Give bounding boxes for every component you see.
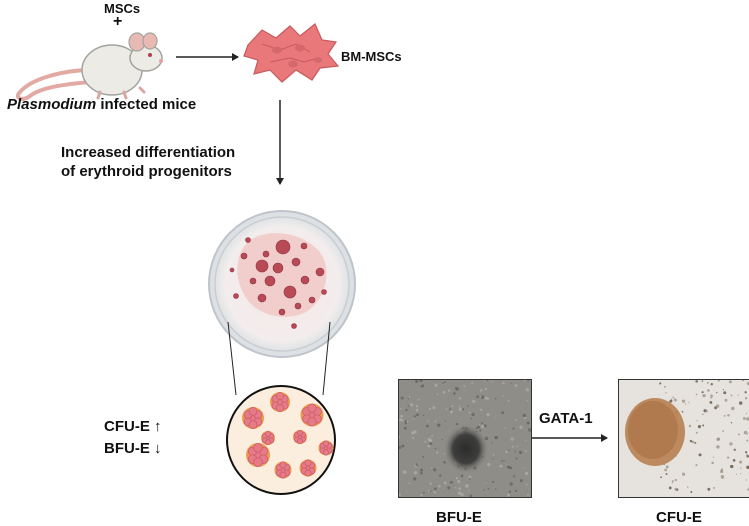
- cfu-e-micrograph-svg: [619, 380, 749, 497]
- label-cfu-e-up: CFU-E ↑: [104, 418, 162, 435]
- colony-cluster: [242, 407, 264, 429]
- colony-cluster: [246, 443, 270, 467]
- label-plasmodium: Plasmodium: [7, 96, 97, 113]
- label-gata1: GATA-1: [539, 410, 593, 427]
- colony-cluster: [318, 440, 334, 456]
- label-bm-mscs: BM-MSCs: [341, 49, 402, 64]
- bfu-e-micrograph: [398, 379, 532, 498]
- label-infected-mice-text: infected mice: [96, 96, 197, 113]
- colony-cluster: [299, 459, 317, 477]
- colony-cluster: [270, 392, 290, 412]
- label-increased-line2: of erythroid progenitors: [61, 163, 232, 180]
- colony-cluster: [274, 461, 292, 479]
- petri-dish-icon: [208, 210, 356, 358]
- bfu-e-micrograph-svg: [399, 380, 531, 497]
- label-bfu-e-down: BFU-E ↓: [104, 440, 162, 457]
- caption-bfu-e: BFU-E: [436, 509, 482, 526]
- colony-zoom-icon: [226, 385, 336, 495]
- cfu-e-micrograph: [618, 379, 749, 498]
- colony-cluster: [293, 429, 307, 445]
- mouse-icon: [15, 32, 163, 101]
- label-mscs: MSCs: [104, 1, 141, 16]
- bm-mscs-cells-icon: [243, 23, 340, 83]
- label-increased-line1: Increased differentiation: [61, 144, 236, 161]
- colony-cluster: [261, 430, 275, 446]
- zoom-line-left: [227, 321, 237, 396]
- colony-cluster: [300, 403, 324, 427]
- label-infected-mice: Plasmodium infected mice: [7, 96, 196, 113]
- zoom-line-right: [322, 321, 331, 396]
- caption-cfu-e: CFU-E: [656, 509, 702, 526]
- label-plus: +: [113, 13, 123, 30]
